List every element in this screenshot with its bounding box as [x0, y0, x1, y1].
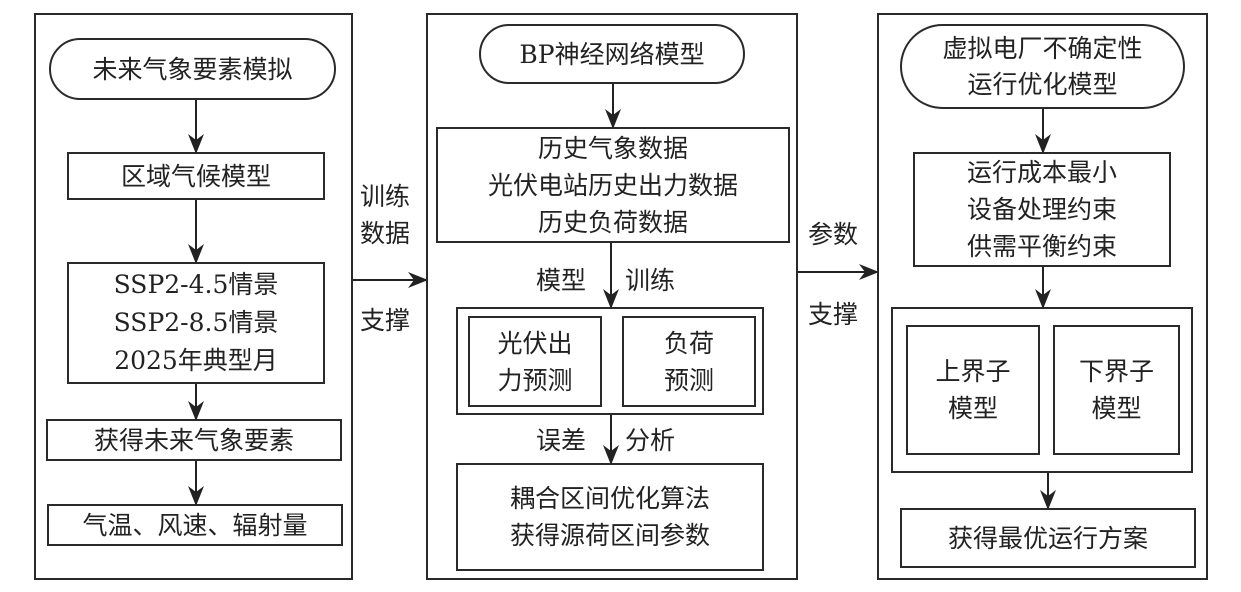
panel-bp-network: [426, 13, 798, 580]
node-lower-submodel: 下界子 模型: [1053, 325, 1180, 455]
scenario-ssp245: SSP2-4.5情景: [113, 270, 279, 299]
label-parameters: 参数: [808, 220, 859, 249]
node-historical-data: 历史气象数据 光伏电站历史出力数据 历史负荷数据: [436, 127, 790, 243]
label-analysis: 分析: [625, 426, 676, 455]
label-support-2: 支撑: [808, 300, 859, 329]
node-bp-neural-network: BP神经网络模型: [479, 24, 745, 84]
node-constraints: 运行成本最小 设备处理约束 供需平衡约束: [913, 152, 1171, 267]
panel-vpp-optimization: [877, 13, 1208, 580]
constraint-supply-demand: 供需平衡约束: [966, 232, 1117, 261]
constraint-min-cost: 运行成本最小: [966, 158, 1117, 187]
node-label: 获得未来气象要素: [93, 425, 294, 455]
node-label: 区域气候模型: [120, 161, 271, 191]
history-weather: 历史气象数据: [537, 133, 688, 163]
constraint-equipment: 设备处理约束: [966, 195, 1117, 224]
node-vpp-uncertainty-model: 虚拟电厂不确定性 运行优化模型: [900, 24, 1185, 109]
node-label: 未来气象要素模拟: [92, 54, 293, 84]
node-regional-climate-model: 区域气候模型: [67, 152, 325, 200]
history-pv-output: 光伏电站历史出力数据: [487, 170, 738, 200]
node-label: BP神经网络模型: [519, 39, 705, 69]
scenario-2025-typical-month: 2025年典型月: [114, 346, 278, 375]
node-coupled-interval-optimization: 耦合区间优化算法 获得源荷区间参数: [456, 463, 764, 571]
label-error: 误差: [536, 426, 587, 455]
label-training: 训练: [625, 266, 676, 295]
node-upper-submodel: 上界子 模型: [906, 325, 1040, 455]
label-training-data: 训练 数据: [360, 182, 411, 248]
node-future-weather-elements: 获得未来气象要素: [46, 419, 342, 461]
node-pv-forecast: 光伏出 力预测: [468, 316, 602, 407]
node-future-weather-simulation: 未来气象要素模拟: [49, 38, 336, 100]
node-label: 气温、风速、辐射量: [82, 510, 308, 540]
panel-weather-simulation: [34, 13, 353, 580]
scenario-ssp285: SSP2-8.5情景: [113, 308, 279, 337]
history-load: 历史负荷数据: [537, 207, 688, 237]
node-load-forecast: 负荷 预测: [622, 316, 756, 407]
label-model: 模型: [536, 266, 587, 295]
node-weather-variables: 气温、风速、辐射量: [47, 504, 343, 546]
label-support-1: 支撑: [360, 306, 411, 335]
